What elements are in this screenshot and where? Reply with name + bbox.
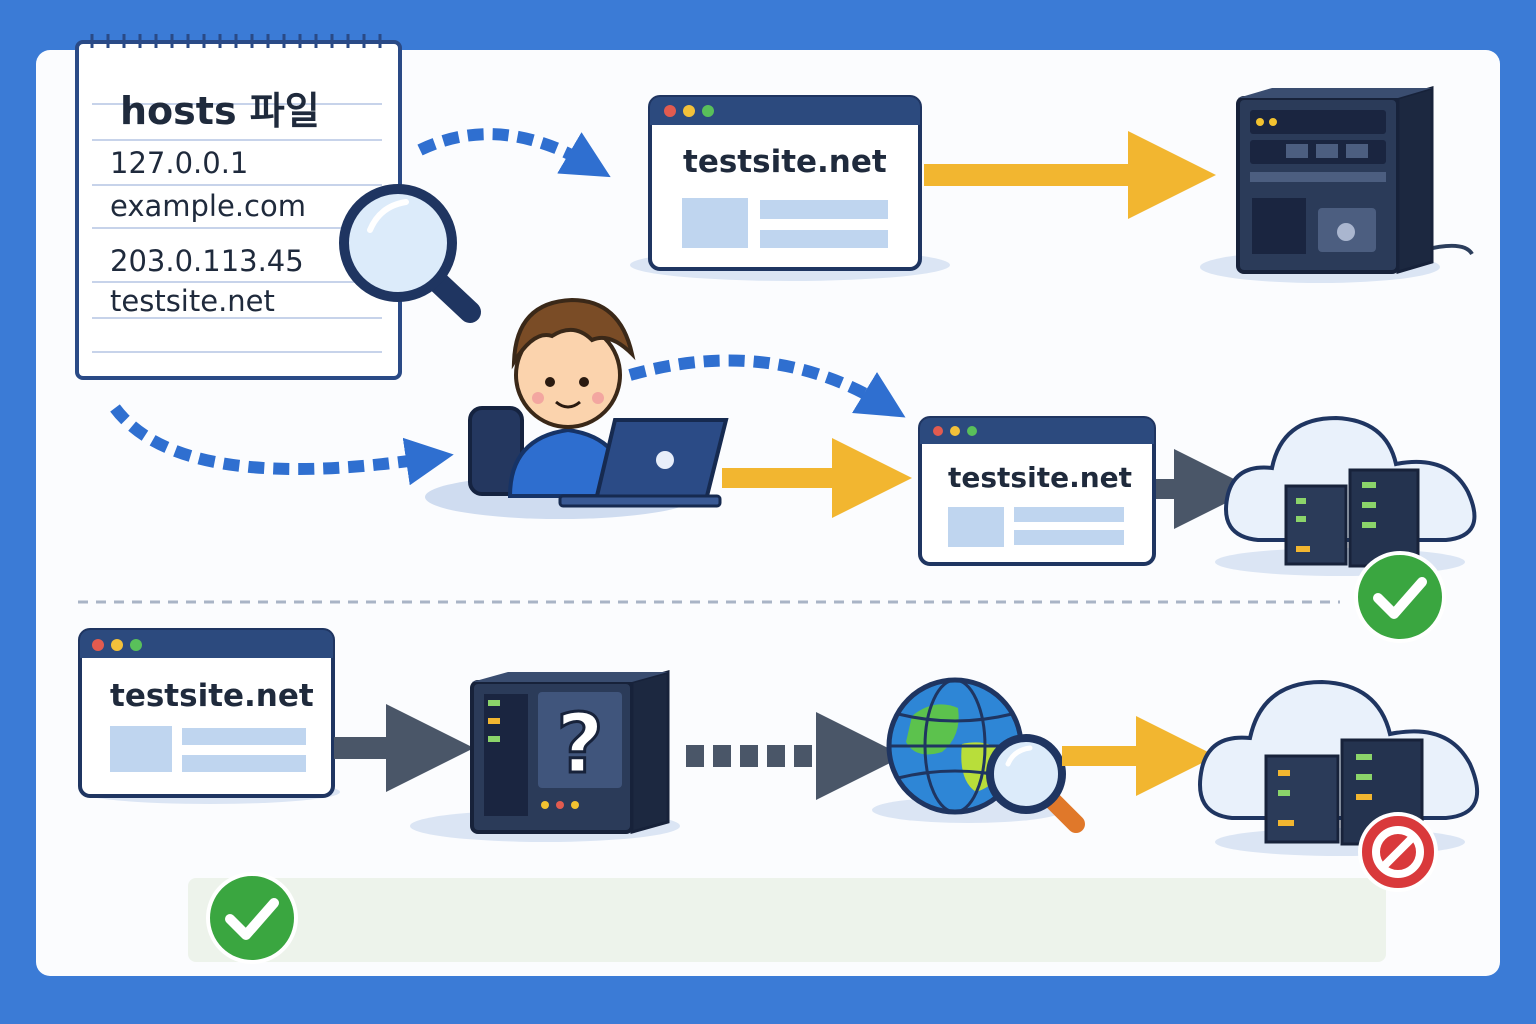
magnifier-icon — [339, 184, 481, 323]
browser-bottom — [78, 628, 340, 804]
hosts-entry-ip-2: 203.0.113.45 — [110, 244, 304, 278]
server-icon — [1200, 85, 1474, 283]
spiral-binding — [90, 34, 382, 48]
globe-icon — [872, 677, 1085, 833]
dashed-arrows — [110, 128, 906, 486]
result-bar — [188, 878, 1386, 962]
no-entry-icon — [1358, 812, 1438, 892]
browser-bottom-url: testsite.net — [110, 678, 314, 714]
browser-middle-url: testsite.net — [948, 461, 1133, 494]
check-circle-icon — [1354, 551, 1446, 643]
question-server-icon: ? — [410, 670, 680, 842]
hosts-entry-host-1: example.com — [110, 189, 306, 223]
hosts-entry-ip-1: 127.0.0.1 — [110, 146, 249, 180]
browser-middle — [918, 416, 1156, 566]
user-laptop-icon — [425, 297, 729, 519]
hosts-note-title: hosts 파일 — [120, 89, 320, 133]
browser-top-url: testsite.net — [683, 144, 887, 180]
hosts-note — [75, 34, 402, 380]
cloud-server-icon — [1215, 415, 1477, 576]
svg-text:?: ? — [556, 697, 604, 792]
cloud-server-icon-bottom — [1198, 679, 1480, 856]
check-circle-icon-bottom — [206, 872, 298, 964]
browser-top — [630, 95, 950, 281]
hosts-entry-host-2: testsite.net — [110, 284, 275, 318]
